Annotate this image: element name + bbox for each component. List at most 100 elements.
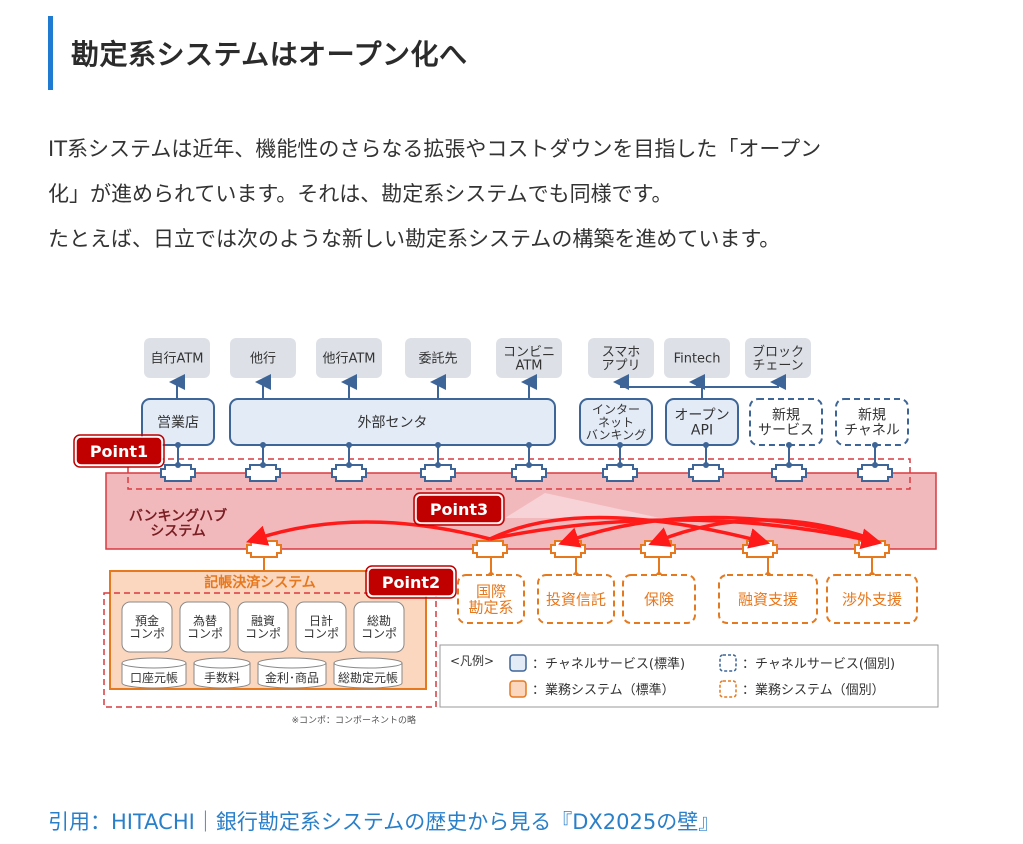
ledger-label: 口座元帳 [130,670,178,685]
legend-item: ：業務システム（標準） [532,682,675,698]
paragraph-line: 化」が進められています。それは、勘定系システムでも同様です。 [48,182,673,206]
channel-label: 新規 [772,408,800,424]
connector-dot [260,442,266,448]
legend-swatch [719,680,737,698]
endpoint-label: 委託先 [418,351,457,367]
paragraph-line: たとえば、日立では次のような新しい勘定系システムの構築を進めています。 [48,227,781,251]
channel-box [229,398,556,446]
legend-item: ：業務システム（個別） [742,682,885,698]
endpoint-label: スマホ [602,345,641,360]
flow-arrow [489,515,771,549]
endpoint-label: チェーン [752,359,803,374]
channel-label: 外部センタ [358,415,428,431]
business-system-group: 国際勘定系投資信託保険融資支援渉外支援 [457,557,918,624]
point-badge [415,494,503,524]
connector-dot [346,442,352,448]
connector-dot [786,442,792,448]
business-label: 国際 [476,583,506,601]
business-box [826,574,918,624]
channel-box [579,398,653,446]
component-label: 融資 [251,614,275,628]
business-label: 保険 [644,590,674,608]
legend-group: <凡例>：チャネルサービス(標準)：チャネルサービス(個別)：業務システム（標準… [439,644,939,708]
business-connector [640,540,676,558]
endpoint-box [496,338,562,378]
point-badge [367,567,455,597]
ledger-label: 手数料 [204,670,240,685]
paragraph-line: IT系システムは近年、機能性のさらなる拡張やコストダウンを目指した「オープン [48,137,822,161]
connector-dot [346,462,352,468]
channel-connector [771,464,807,482]
hub-label: システム [150,523,206,539]
ledger-top [257,657,327,669]
flow-arrow [246,520,491,546]
connector-dot [703,442,709,448]
channel-connector [688,464,724,482]
channel-label: オープン [674,408,729,424]
component-label: 日計 [309,613,333,628]
point-badge-border [365,565,457,599]
connector-dot [617,442,623,448]
point-label: Point1 [90,442,148,461]
ledger-top [193,657,251,669]
endpoint-box [230,338,296,378]
channel-connector [602,464,638,482]
channel-label: ネット [598,415,634,429]
point-badge-border [413,492,505,526]
channel-connector [245,464,281,482]
channel-connector [331,464,367,482]
component-box [121,601,173,653]
business-label: 融資支援 [738,590,798,608]
endpoint-box [588,338,654,378]
channel-label: インター [592,403,640,417]
channel-label: 新規 [858,408,886,424]
point-label: Point2 [382,573,440,592]
api-bus [620,382,779,388]
channel-box [749,398,823,446]
channel-label: サービス [758,422,814,438]
component-box [353,601,405,653]
business-connector [854,540,890,558]
endpoint-box [405,338,471,378]
business-box [718,574,818,624]
section-heading: 勘定系システムはオープン化へ [48,16,467,90]
ledger-cylinder [257,663,327,689]
endpoint-label: ブロック [752,344,804,360]
component-box [295,601,347,653]
component-label: コンポ [245,627,281,641]
channel-box [835,398,909,446]
component-label: 総勘 [367,614,391,628]
business-box [622,574,696,624]
legend-item: ：チャネルサービス(標準) [532,656,685,672]
component-label: 預金 [135,613,159,628]
point1-region [127,458,911,490]
legend-swatch [509,654,527,672]
channel-label: 営業店 [157,415,199,431]
component-label: 為替 [193,614,217,628]
ledger-label: 総勘定元帳 [338,670,398,685]
component-box [179,601,231,653]
core-title: 記帳決済システム [204,574,316,591]
connector-dot [703,462,709,468]
business-label: 投資信託 [546,590,606,608]
endpoint-label: 他行ATM [322,352,375,367]
endpoint-box [664,338,730,378]
endpoint-label: コンビニ [503,345,555,360]
channel-connector [511,464,547,482]
connector-dot [526,462,532,468]
business-label: 勘定系 [468,598,513,616]
citation-link[interactable]: 引用：HITACHI｜銀行勘定系システムの歴史から見る『DX2025の壁』 [48,810,720,834]
ledger-cylinder [193,663,251,689]
channel-connector [160,464,196,482]
flow-arrow [558,515,873,548]
connector-dot [526,442,532,448]
business-connector [742,540,778,558]
heading-text: 勘定系システムはオープン化へ [71,38,468,71]
flow-arrow [648,518,873,547]
connector-dot [872,442,878,448]
connector-dot [175,442,181,448]
